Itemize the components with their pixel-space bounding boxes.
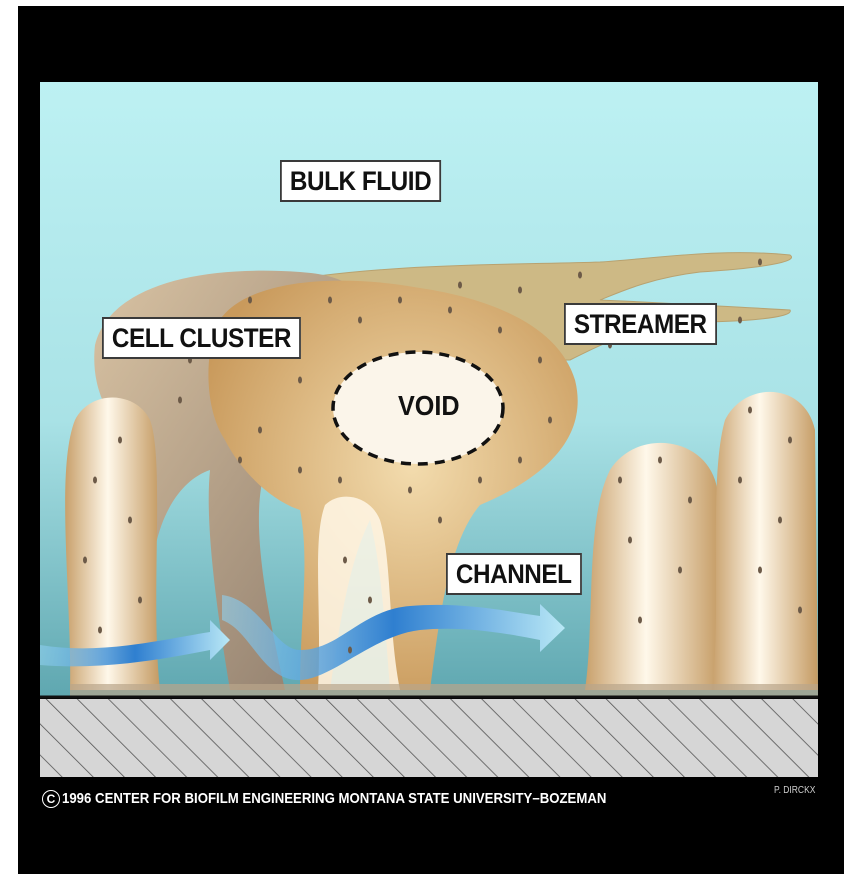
copyright-symbol: C <box>42 790 60 808</box>
void-label: VOID <box>398 390 460 422</box>
channel-label: CHANNEL <box>446 553 581 595</box>
artist-credit: P. DIRCKX <box>774 785 815 796</box>
streamer-label: STREAMER <box>564 303 717 345</box>
cell-cluster-label: CELL CLUSTER <box>102 317 301 359</box>
substratum <box>40 699 818 777</box>
bulk-fluid-label: BULK FLUID <box>280 160 441 202</box>
base-cell-layer <box>70 684 818 696</box>
right-pillar-two <box>712 392 818 690</box>
copyright-footer: 1996 CENTER FOR BIOFILM ENGINEERING MONT… <box>62 790 606 807</box>
